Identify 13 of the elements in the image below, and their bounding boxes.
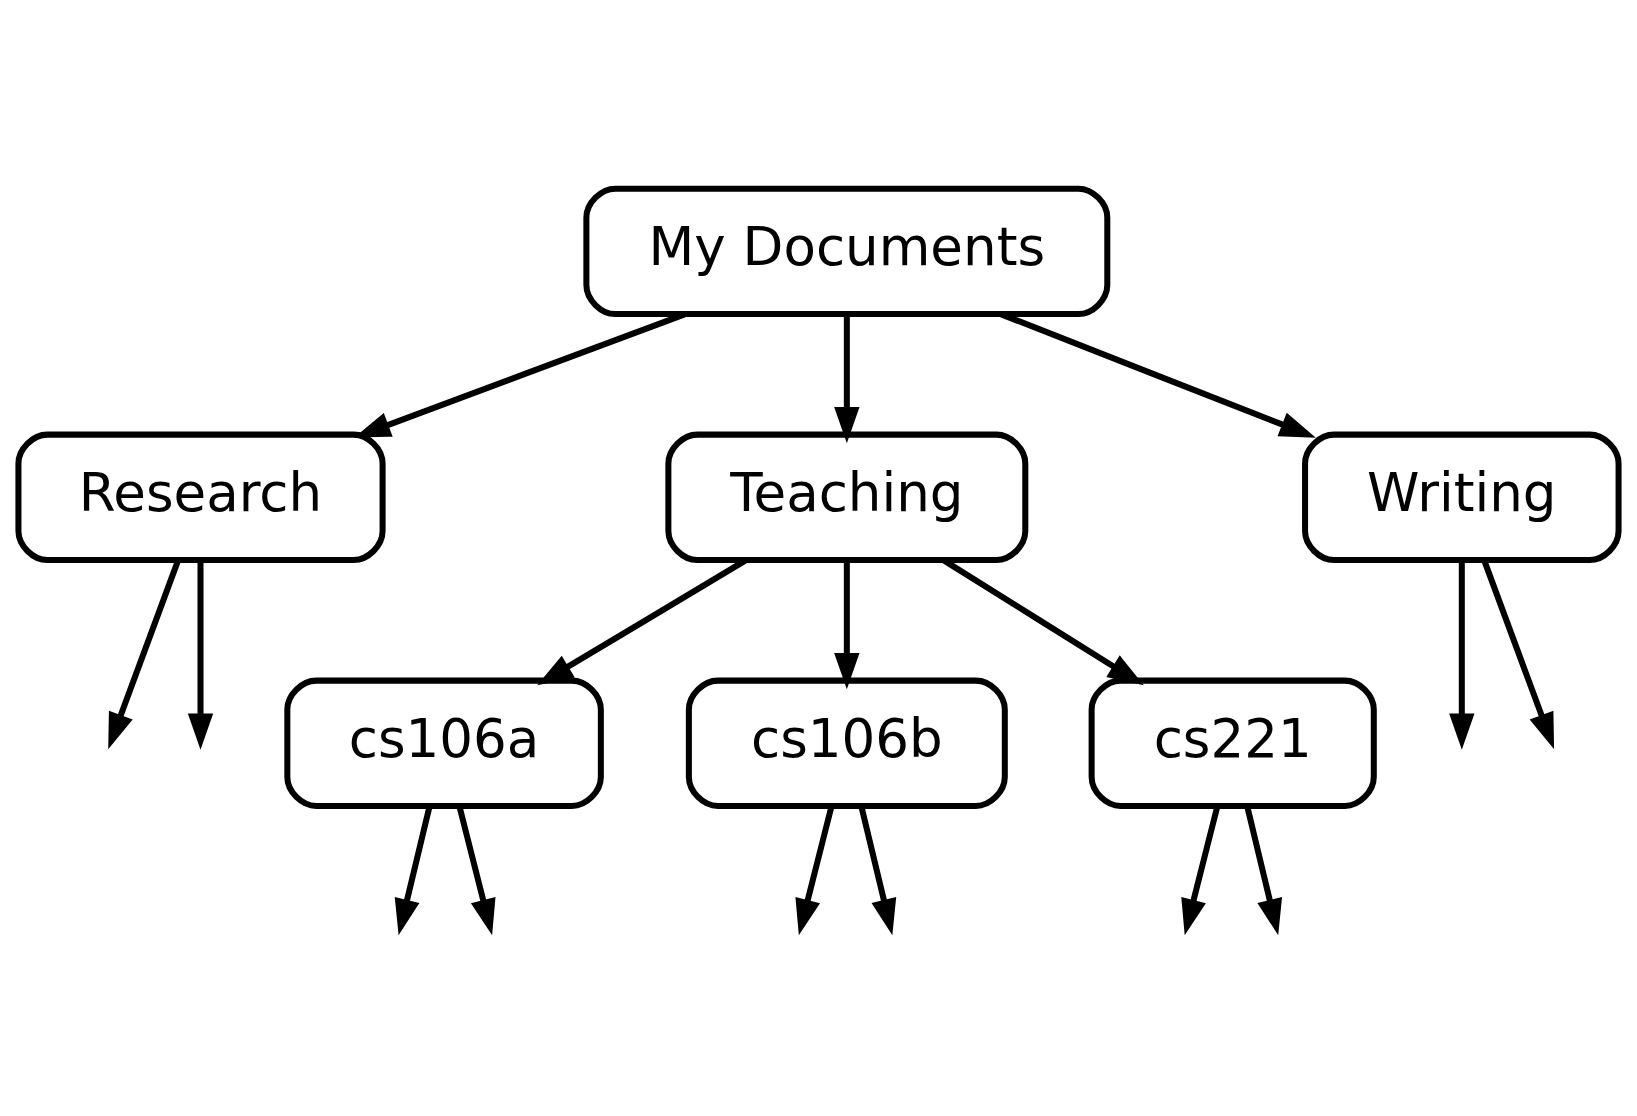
node-box: cs221 [1088, 677, 1377, 809]
arrow [1449, 560, 1475, 750]
node-box: Writing [1302, 431, 1622, 563]
node-box: Research [15, 431, 386, 563]
node-box: Teaching [665, 431, 1029, 563]
node-box: cs106a [284, 677, 604, 809]
node-box: My Documents [583, 185, 1111, 317]
node-box: cs106b [685, 677, 1008, 809]
arrow [834, 314, 860, 443]
arrow [187, 560, 214, 750]
arrow [354, 311, 686, 438]
arrow [834, 560, 860, 689]
arrow [1000, 311, 1316, 438]
